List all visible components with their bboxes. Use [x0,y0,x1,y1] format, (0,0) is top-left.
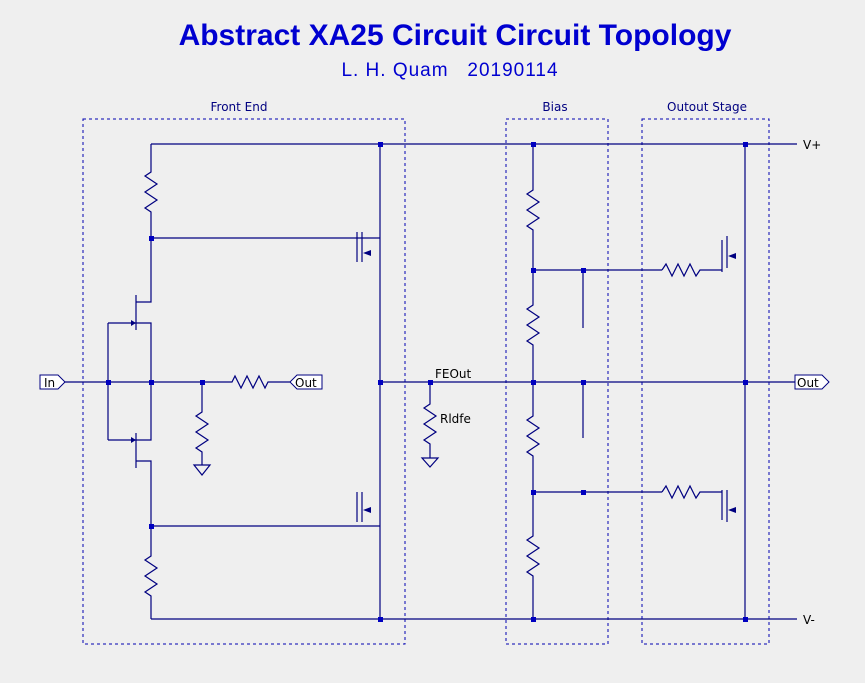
front-lower-bjt-arrow-icon [131,437,136,443]
rldfe-label: Rldfe [440,412,471,426]
front-lower-bjt [135,382,152,526]
front-upper-mos-arrow-icon [363,250,371,256]
front-ground-icon [192,464,212,476]
input-port [39,374,66,390]
v-plus-label: V+ [803,138,821,152]
front-out-port-label: Out [295,376,317,390]
output-lower-mos-arrow-icon [728,507,736,513]
front-top-resistor [143,144,159,238]
output-port [794,374,830,390]
output-stage-label: Outout Stage [667,100,747,114]
front-out-resistor [151,374,290,390]
diagram-subtitle: L. H. Quam 20190114 [341,60,558,81]
diagram-title: Abstract XA25 Circuit Circuit Topology [179,19,732,52]
front-upper-bjt-arrow-icon [131,320,136,326]
rldfe-ground-icon [420,457,440,468]
v-minus-label: V- [803,613,815,627]
output-port-label: Out [797,376,819,390]
output-stage-box [641,118,770,645]
front-end-label: Front End [211,100,268,114]
output-upper-gate-resistor [661,262,722,278]
bias-bottom-resistor [525,492,541,619]
input-port-label: In [44,376,55,390]
front-lower-mos-arrow-icon [363,507,371,513]
bias-upper-resistor [525,270,541,382]
feout-label: FEOut [435,367,472,381]
rldfe-resistor [422,382,438,458]
bias-label: Bias [542,100,567,114]
output-lower-gate-resistor [661,484,722,500]
junction-dots [106,142,748,622]
front-bottom-resistor [143,526,159,619]
bias-top-resistor [525,144,541,270]
front-ground-resistor [194,382,210,465]
front-upper-bjt [135,238,152,382]
bias-lower-resistor [525,382,541,492]
front-out-port [289,374,323,390]
output-upper-mos-arrow-icon [728,253,736,259]
